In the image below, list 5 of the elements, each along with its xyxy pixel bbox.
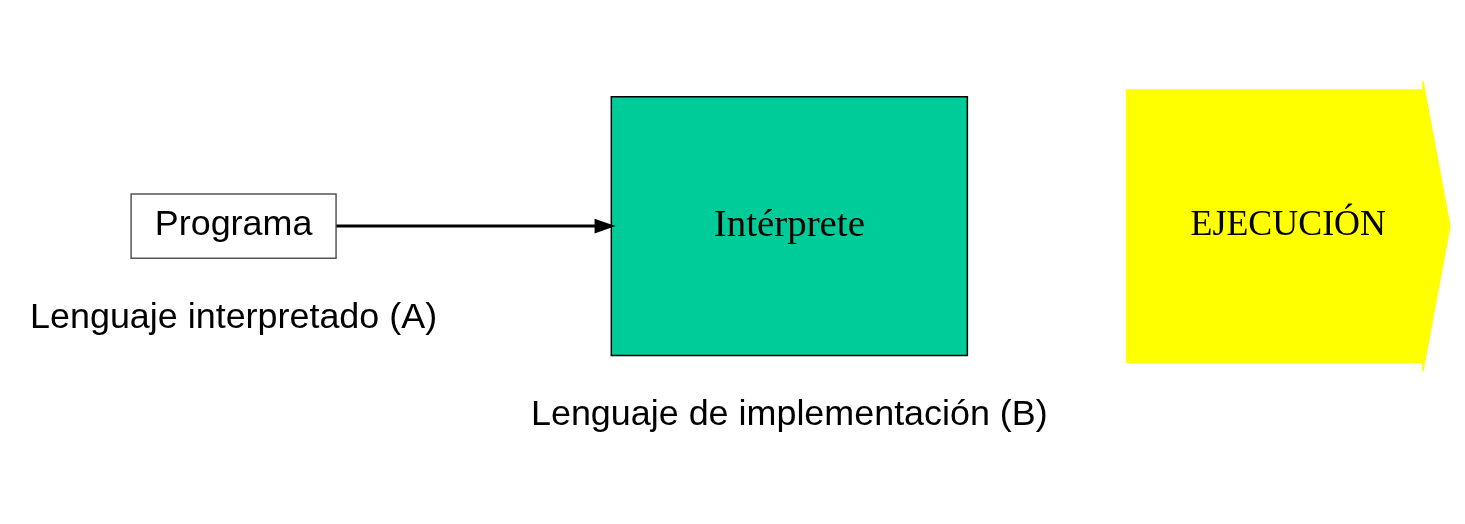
arrow: [336, 218, 616, 234]
node-label: Lenguaje interpretado (A): [30, 296, 438, 337]
node-box: Intérprete: [610, 95, 969, 357]
node-label: Lenguaje de implementación (B): [530, 393, 1048, 434]
node-box: Programa: [130, 193, 337, 259]
